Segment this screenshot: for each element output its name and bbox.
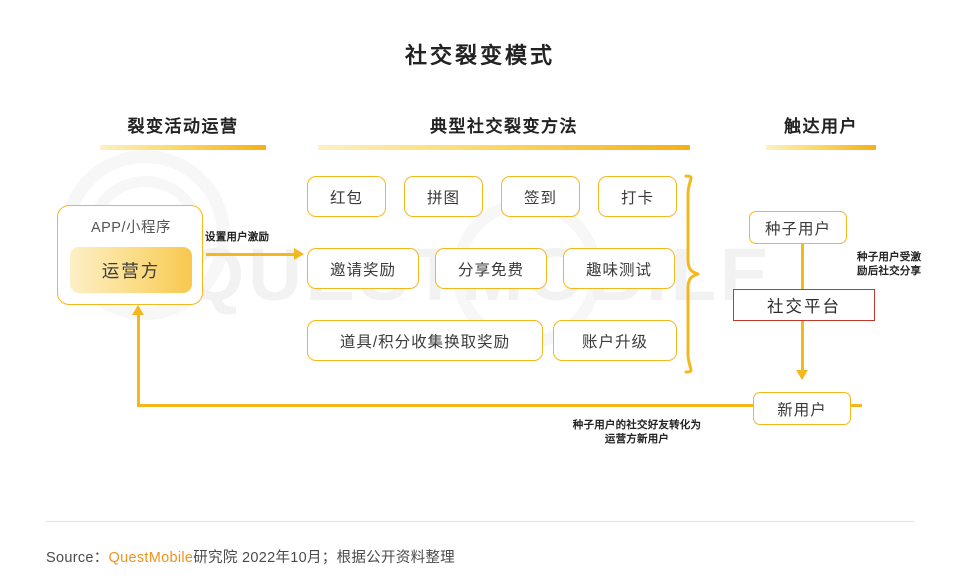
- section-header-right-underline: [766, 145, 876, 150]
- connector-label-set-incentive: 设置用户激励: [205, 231, 270, 243]
- operator-box[interactable]: APP/小程序 运营方: [57, 205, 203, 305]
- section-header-middle-underline: [318, 145, 690, 150]
- arrow-operator-to-methods-head: [294, 248, 304, 260]
- source-suffix: 研究院 2022年10月；根据公开资料整理: [193, 550, 455, 566]
- section-header-right: 触达用户: [766, 112, 876, 150]
- reach-box-social-platform[interactable]: 社交平台: [733, 289, 875, 321]
- method-chip-fenxiang-mianfei[interactable]: 分享免费: [435, 248, 547, 289]
- method-chip-daoju-jifen[interactable]: 道具/积分收集换取奖励: [307, 320, 543, 361]
- connector-label-feedback: 种子用户的社交好友转化为 运营方新用户: [552, 418, 722, 446]
- connector-label-seed-share: 种子用户受激 励后社交分享: [857, 250, 921, 278]
- source-prefix: Source：: [46, 550, 109, 566]
- operator-platform-label: APP/小程序: [90, 220, 172, 236]
- method-chip-zhanghu-shengji[interactable]: 账户升级: [553, 320, 677, 361]
- section-header-right-label: 触达用户: [784, 117, 858, 136]
- connector-label-seed-share-line2: 励后社交分享: [857, 265, 922, 278]
- method-chip-hongbao[interactable]: 红包: [307, 176, 386, 217]
- method-chip-quwei-ceshi[interactable]: 趣味测试: [563, 248, 675, 289]
- connector-label-feedback-line1: 种子用户的社交好友转化为: [572, 419, 702, 431]
- arrow-operator-to-methods-line: [206, 253, 296, 256]
- arrow-feedback-head: [132, 305, 144, 315]
- arrow-seed-to-platform-line: [801, 244, 804, 290]
- connector-label-feedback-line2: 运营方新用户: [604, 433, 670, 446]
- section-header-left-label: 裂变活动运营: [127, 117, 239, 136]
- arrow-feedback-vertical: [137, 313, 140, 405]
- arrow-platform-to-new-users-line: [801, 321, 804, 372]
- arrow-feedback-horizontal: [137, 404, 862, 407]
- operator-role-pill: 运营方: [70, 247, 192, 293]
- reach-box-seed-users[interactable]: 种子用户: [749, 211, 847, 244]
- section-header-left-underline: [100, 145, 266, 150]
- method-chip-qiandao[interactable]: 签到: [501, 176, 580, 217]
- reach-box-new-users[interactable]: 新用户: [753, 392, 851, 425]
- section-header-left: 裂变活动运营: [100, 112, 266, 150]
- method-chip-daka[interactable]: 打卡: [598, 176, 677, 217]
- methods-group-brace: [682, 174, 708, 374]
- source-brand: QuestMobile: [108, 550, 194, 566]
- method-chip-pintu[interactable]: 拼图: [404, 176, 483, 217]
- arrow-platform-to-new-users-head: [796, 370, 808, 380]
- method-chip-yaoqing-jiangli[interactable]: 邀请奖励: [307, 248, 419, 289]
- source-note: Source：QuestMobile研究院 2022年10月；根据公开资料整理: [46, 546, 455, 567]
- connector-label-seed-share-line1: 种子用户受激: [857, 251, 922, 263]
- footer-divider: [46, 521, 914, 522]
- section-header-middle-label: 典型社交裂变方法: [430, 117, 578, 136]
- section-header-middle: 典型社交裂变方法: [318, 112, 690, 150]
- page-title: 社交裂变模式: [404, 43, 555, 68]
